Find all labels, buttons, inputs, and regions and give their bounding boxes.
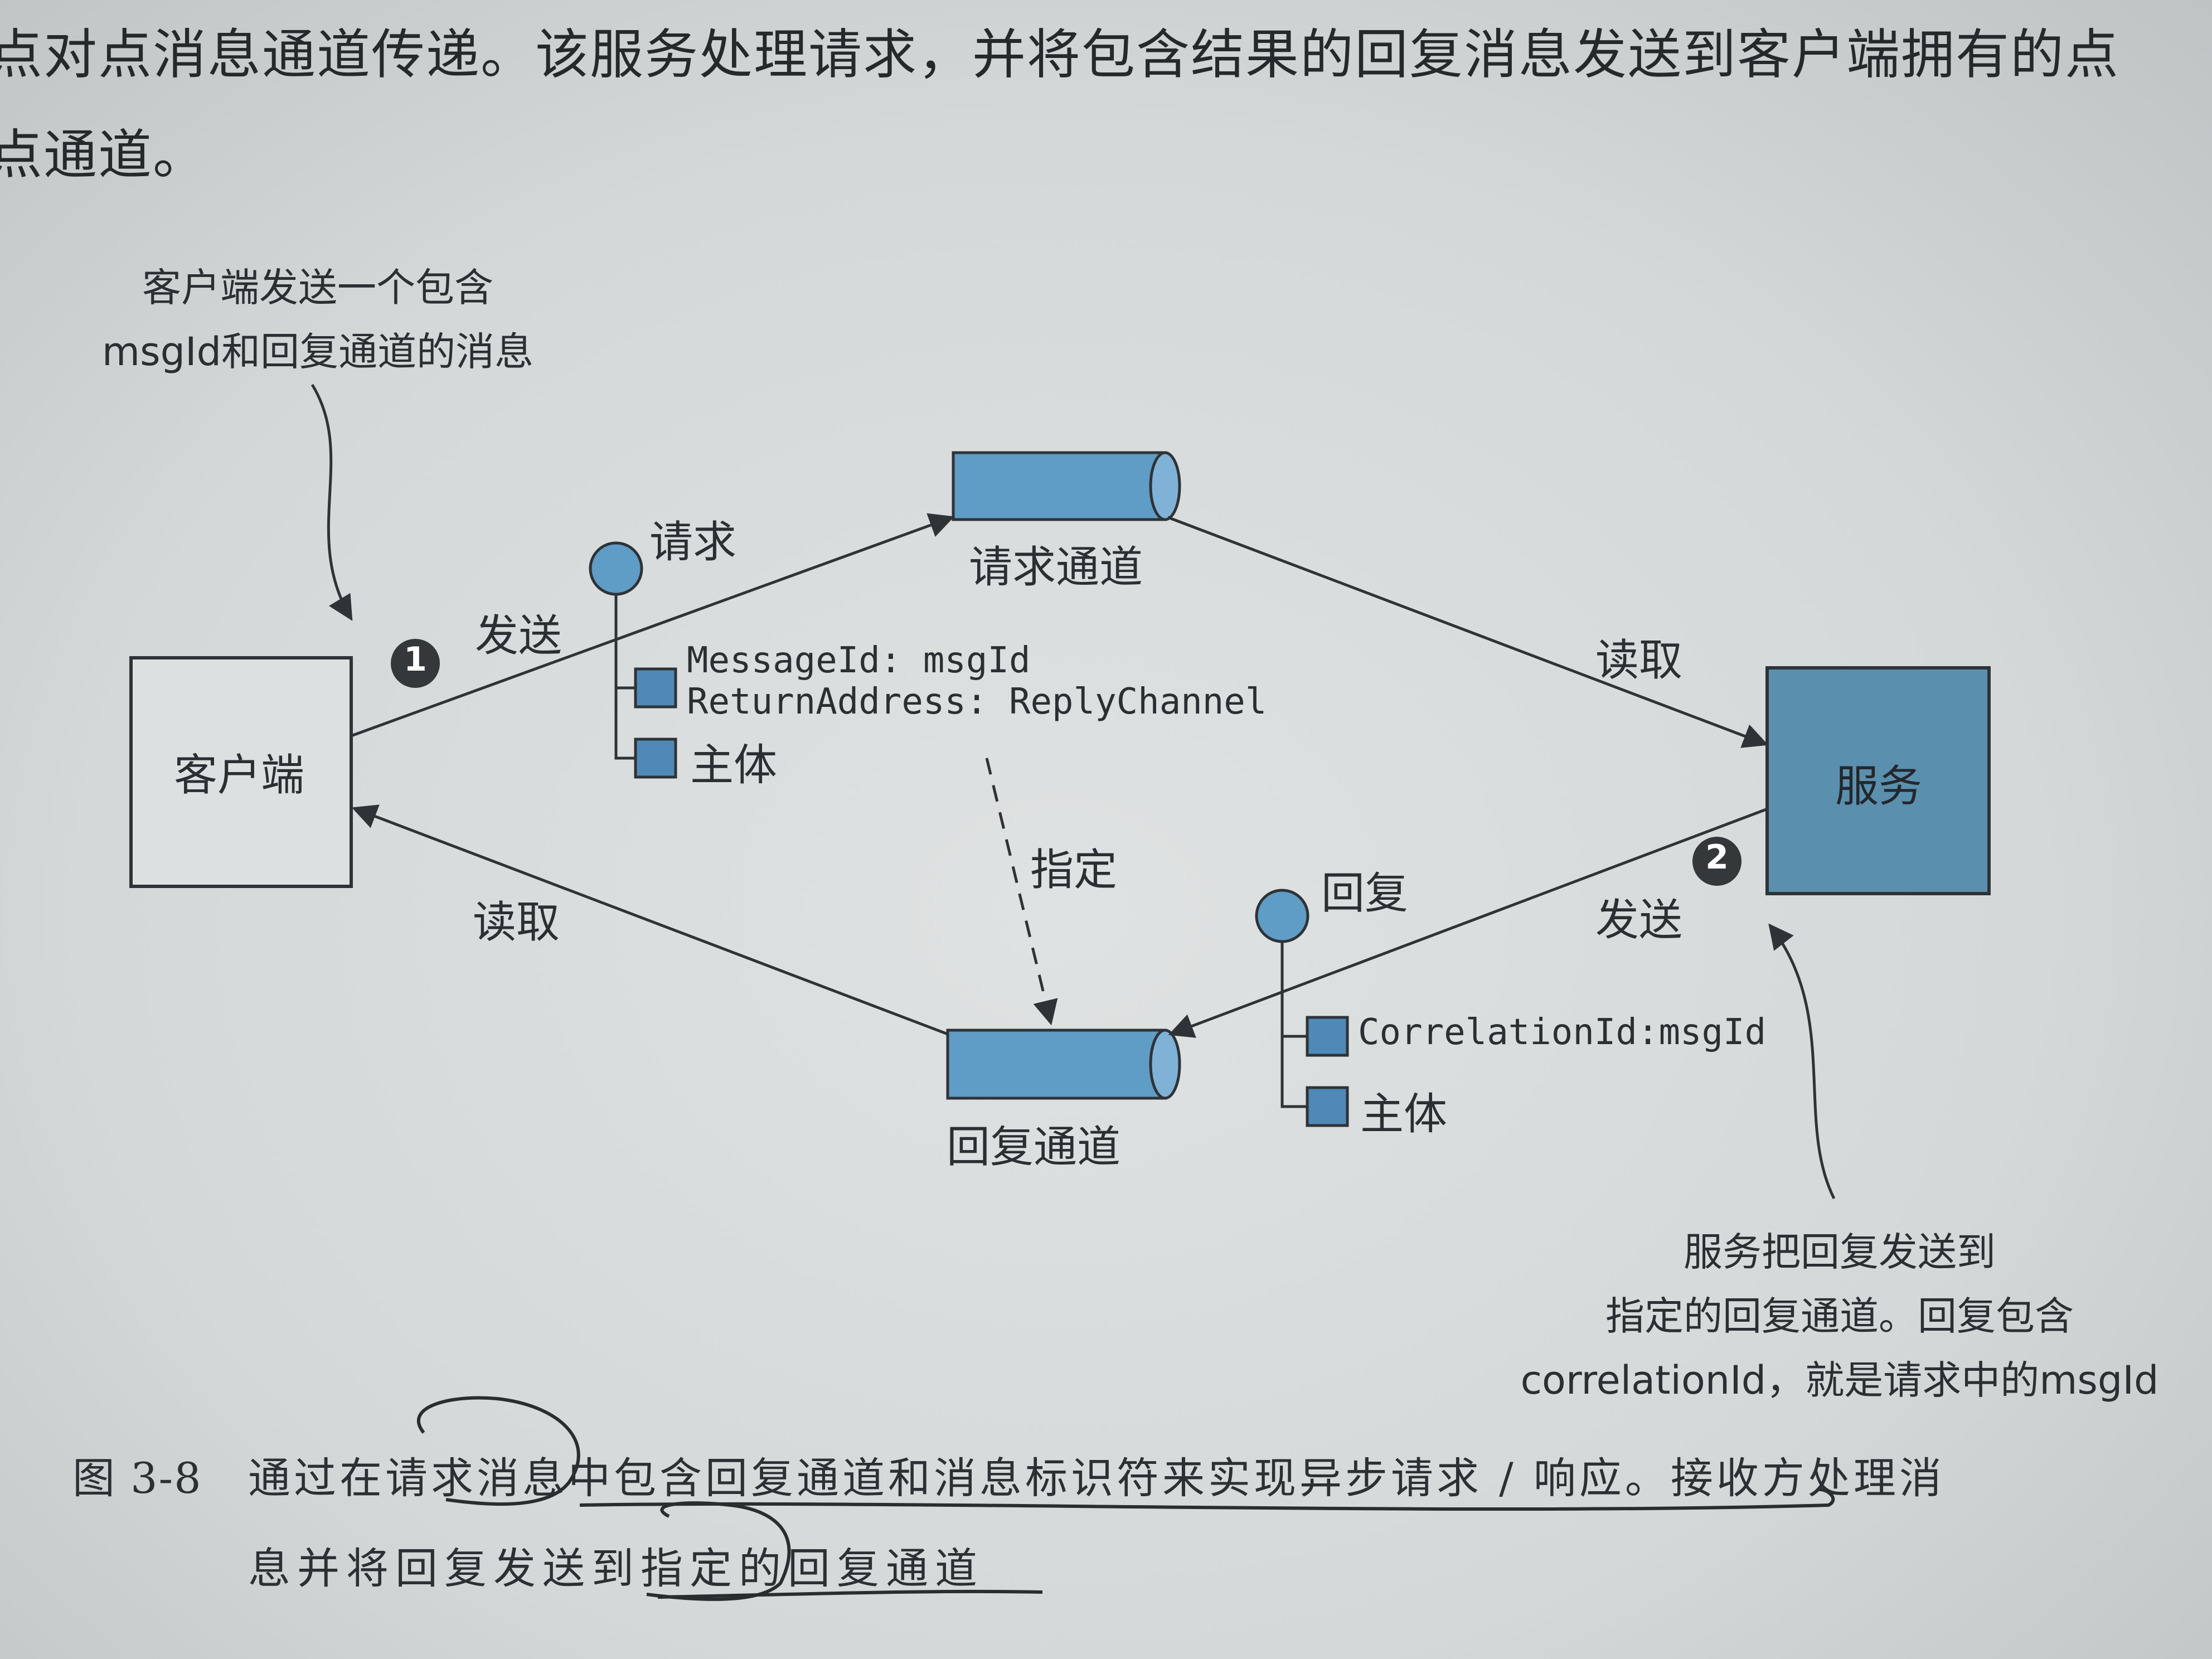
- reply-body-label: 主体: [1360, 1089, 1448, 1139]
- edge-label-client-read: 读取: [473, 898, 560, 948]
- service-note-line-3: correlationId，就是请求中的msgId: [1520, 1357, 2159, 1403]
- service-note-line-2: 指定的回复通道。回复包含: [1605, 1293, 2074, 1339]
- reply-message-label: 回复: [1321, 869, 1409, 919]
- caption-line-2: 息并将回复发送到指定的回复通道: [248, 1544, 984, 1593]
- reply-message-tree: [1255, 889, 1349, 1127]
- edge-label-specify: 指定: [1030, 845, 1118, 895]
- step-2-badge: [1692, 837, 1742, 886]
- request-message-label: 请求: [649, 517, 737, 567]
- client-note-arrow: [311, 384, 353, 621]
- step-1-number: 1: [404, 640, 427, 679]
- edge-request-channel-to-service: [1167, 516, 1769, 748]
- request-body-label: 主体: [690, 740, 778, 790]
- edge-label-service-send: 发送: [1595, 895, 1683, 945]
- service-note-arrow: [1768, 923, 1836, 1200]
- edge-reply-channel-to-client: [351, 804, 948, 1036]
- caption-underline-annotation: [579, 1487, 1835, 1511]
- step-2-number: 2: [1705, 838, 1729, 877]
- figure-number: 图 3-8: [72, 1453, 202, 1503]
- reply-channel-label: 回复通道: [947, 1122, 1121, 1172]
- request-message-tree: [589, 541, 677, 779]
- client-note-line-2: msgId和回复通道的消息: [101, 329, 534, 375]
- service-note-line-1: 服务把回复发送到: [1684, 1229, 1996, 1275]
- caption-line-1: 通过在请求消息中包含回复通道和消息标识符来实现异步请求 / 响应。接收方处理消: [248, 1453, 1945, 1503]
- caption-circle-annotation-1: [417, 1396, 580, 1506]
- service-note: 服务把回复发送到 指定的回复通道。回复包含 correlationId，就是请求…: [1477, 1221, 2202, 1405]
- request-header-returnaddress: ReturnAddress: ReplyChannel: [687, 681, 1267, 722]
- service-label: 服务: [1835, 761, 1923, 812]
- caption-underline-annotation-2: [657, 1589, 1043, 1599]
- edge-label-service-read: 读取: [1595, 636, 1683, 686]
- caption-circle-annotation-2: [646, 1501, 791, 1601]
- client-note-line-1: 客户端发送一个包含: [142, 265, 493, 311]
- service-box: [1765, 666, 1991, 895]
- client-note: 客户端发送一个包含 msgId和回复通道的消息: [78, 256, 557, 377]
- edge-service-to-reply-channel: [1168, 808, 1767, 1038]
- header-line-1: 点对点消息通道传递。该服务处理请求，并将包含结果的回复消息发送到客户端拥有的点: [0, 23, 2119, 86]
- edge-specify-dashed: [985, 758, 1058, 1026]
- reply-header-correlationid: CorrelationId:msgId: [1358, 1012, 1767, 1053]
- request-channel-label: 请求通道: [969, 542, 1143, 593]
- request-header-messageid: MessageId: msgId: [687, 640, 1031, 681]
- edge-label-client-send: 发送: [475, 611, 562, 661]
- client-label: 客户端: [174, 750, 305, 801]
- step-1-badge: [391, 639, 440, 688]
- request-channel-cylinder: [952, 451, 1181, 521]
- reply-channel-cylinder: [946, 1029, 1181, 1100]
- client-box: [129, 656, 353, 888]
- header-line-2: 点通道。: [0, 124, 207, 186]
- edge-client-to-request-channel: [351, 513, 955, 738]
